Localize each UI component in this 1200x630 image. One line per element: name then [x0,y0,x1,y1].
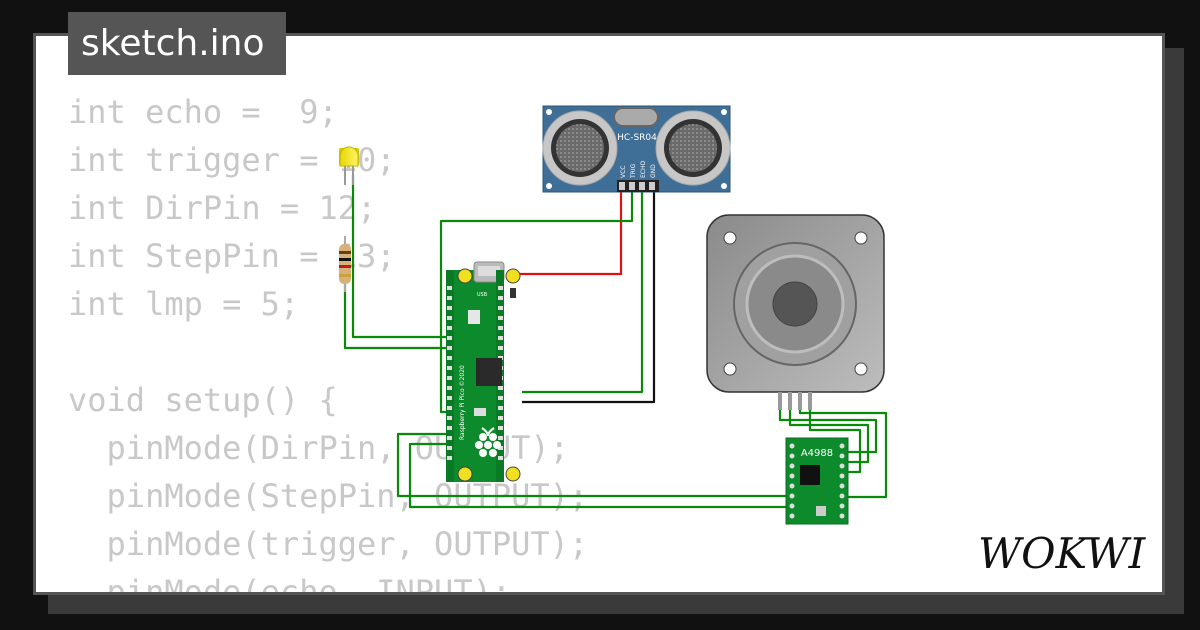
wire-vcc-red[interactable] [513,190,623,276]
pico-usb-label: USB [477,292,488,298]
wire-step[interactable] [408,442,788,509]
code-line: pinMode(trigger, OUTPUT); [68,525,589,563]
raspberry-logo-icon [475,427,501,457]
wire-coil-b2[interactable] [808,410,862,474]
wires [343,175,888,509]
code-background: int echo = 9;int trigger = 10;int DirPin… [68,88,589,595]
code-line: int lmp = 5; [68,285,300,323]
resistor-component[interactable] [339,236,351,292]
code-line: int echo = 9; [68,93,338,131]
wire-echo[interactable] [522,190,644,394]
stepper-motor[interactable] [706,214,885,410]
pin-label-gnd: GND [650,164,657,178]
pin-label-echo: ECHO [640,161,647,178]
file-name-tab[interactable]: sketch.ino [68,12,286,75]
code-line: void setup() { [68,381,338,419]
wire-gnd-black[interactable] [522,190,656,404]
wire-trig[interactable] [439,190,634,414]
ultrasonic-sensor[interactable]: HC-SR04 VCC TRIG ECHO GND [542,105,731,193]
code-line: int DirPin = 12; [68,189,377,227]
a4988-driver[interactable]: A4988 [785,437,849,525]
wire-led[interactable] [351,175,450,339]
pico-board-text: Raspberry Pi Pico ©2020 [459,365,466,440]
wire-dir[interactable] [396,432,788,498]
code-line: pinMode(echo, INPUT); [68,573,512,595]
wire-resistor[interactable] [343,282,450,350]
sensor-label: HC-SR04 [617,133,657,143]
raspberry-pi-pico[interactable]: USB Raspberry Pi Pico ©2020 [446,261,521,482]
pin-label-trig: TRIG [630,163,637,179]
pin-label-vcc: VCC [620,166,627,178]
driver-label: A4988 [801,448,833,459]
wire-coil-a1[interactable] [778,410,878,454]
wokwi-logo-text: WOKWI [978,529,1147,576]
wokwi-logo: WOKWI [978,529,1147,576]
wire-coil-a2[interactable] [788,410,870,464]
led-component[interactable] [339,146,359,185]
wire-coil-b1[interactable] [798,410,888,499]
